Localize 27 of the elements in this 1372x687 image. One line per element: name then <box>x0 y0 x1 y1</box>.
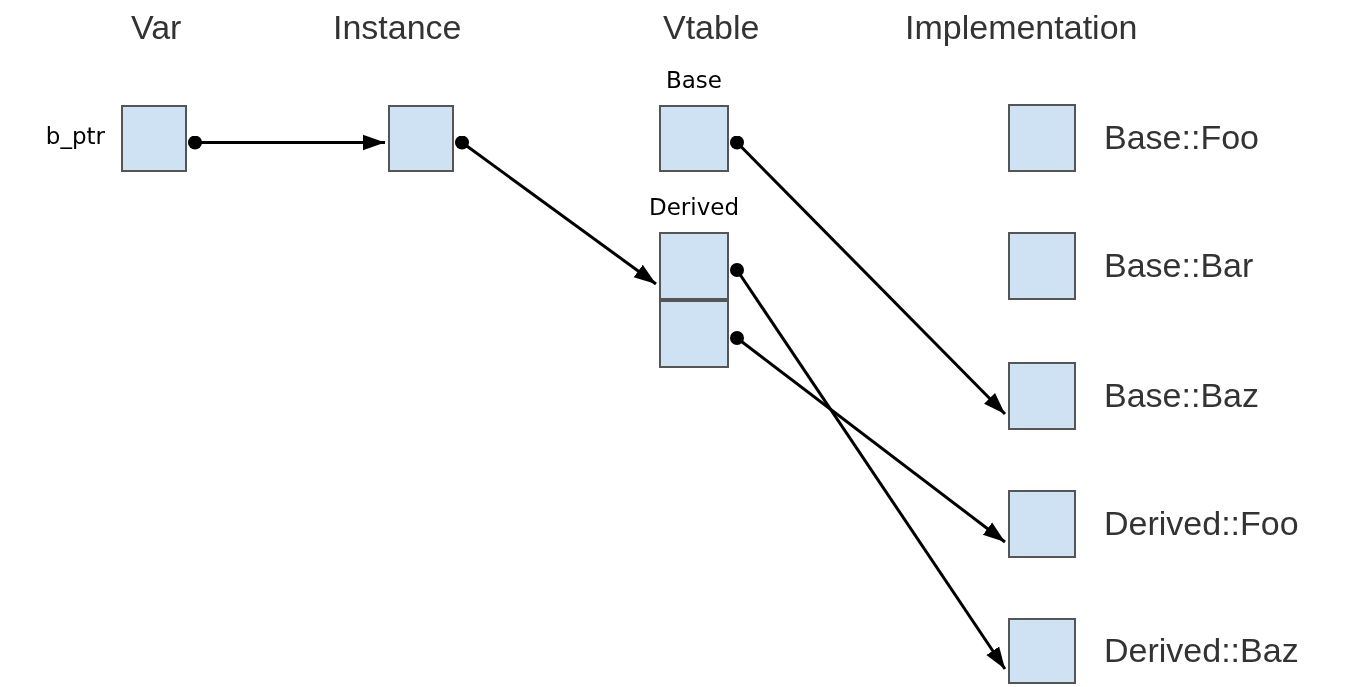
memory-slot-box <box>1008 490 1076 558</box>
column-heading: Var <box>131 8 182 47</box>
memory-slot-box <box>1008 232 1076 300</box>
memory-slot-box <box>1008 618 1076 684</box>
variable-name: b_ptr <box>45 122 105 149</box>
function-name: Derived::Foo <box>1104 504 1299 543</box>
function-name: Base::Foo <box>1104 118 1259 157</box>
vtable-name: Base <box>666 67 722 93</box>
memory-slot-box <box>1008 104 1076 172</box>
pointer-arrow <box>188 134 385 151</box>
column-heading: Implementation <box>905 8 1138 47</box>
function-name: Base::Bar <box>1104 246 1254 285</box>
memory-slot-box <box>121 105 187 172</box>
pointer-arrow <box>730 263 1007 670</box>
column-heading: Instance <box>333 8 462 47</box>
function-name: Derived::Baz <box>1104 631 1299 670</box>
memory-slot-box <box>659 232 729 300</box>
vtable-name: Derived <box>648 194 740 220</box>
memory-slot-box <box>659 300 729 368</box>
memory-slot-box <box>388 105 454 172</box>
memory-slot-box <box>1008 362 1076 430</box>
pointer-arrow <box>730 135 1007 416</box>
function-name: Base::Baz <box>1104 376 1259 415</box>
pointer-arrow <box>455 135 657 286</box>
memory-slot-box <box>659 105 729 172</box>
pointer-arrow <box>730 331 1006 544</box>
column-heading: Vtable <box>663 8 760 47</box>
